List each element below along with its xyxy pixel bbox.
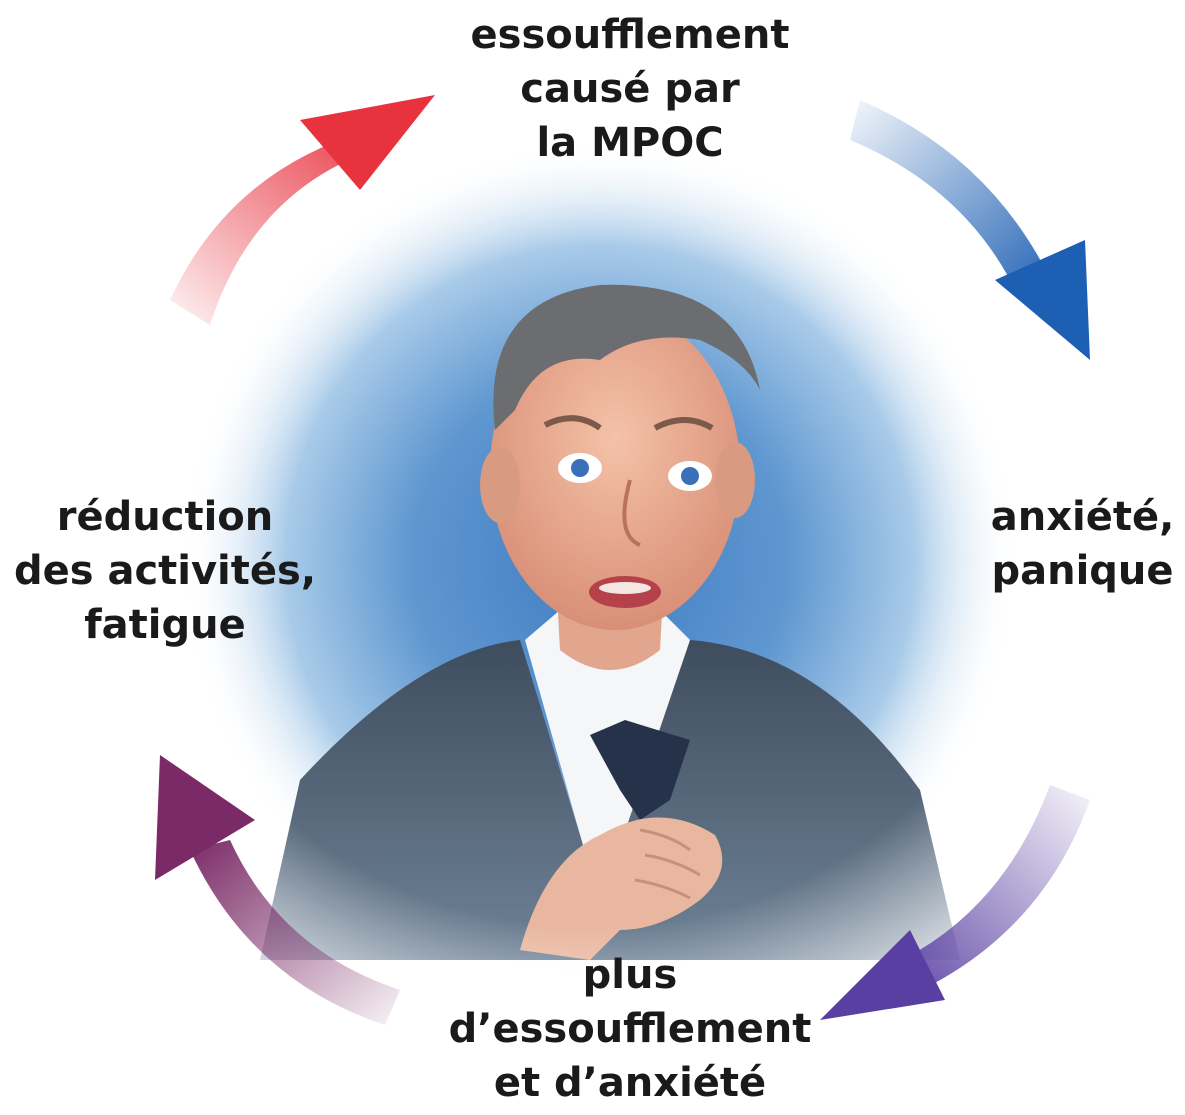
cycle-step-right-line-1: anxiété, [990, 494, 1175, 540]
arrowhead-top-right [995, 240, 1090, 360]
cycle-step-right: anxiété, panique [980, 490, 1185, 598]
cycle-arrow-bottom-left [155, 755, 400, 1025]
cycle-step-left-line-1: réduction [56, 494, 274, 540]
arrowhead-top-left [300, 95, 435, 190]
cycle-arrow-top-right [850, 100, 1090, 360]
cycle-step-top-line-2: causé par [520, 66, 740, 112]
cycle-step-bottom-line-2: d’essoufflement [448, 1006, 812, 1052]
cycle-step-left-line-2: des activités, [13, 548, 317, 594]
cycle-arrow-bottom-right [820, 785, 1090, 1020]
cycle-step-left: réduction des activités, fatigue [0, 490, 330, 652]
cycle-step-bottom-line-3: et d’anxiété [493, 1060, 767, 1106]
cycle-step-bottom: plus d’essoufflement et d’anxiété [420, 948, 840, 1110]
cycle-step-right-line-2: panique [991, 548, 1174, 594]
cycle-step-bottom-line-1: plus [582, 952, 678, 998]
cycle-arrow-top-left [170, 95, 435, 325]
arrowhead-bottom-right [820, 930, 945, 1020]
cycle-step-top-line-1: essoufflement [470, 12, 790, 58]
cycle-step-top-line-3: la MPOC [536, 120, 724, 166]
cycle-step-left-line-3: fatigue [84, 602, 246, 648]
arrowhead-bottom-left [155, 755, 255, 880]
cycle-step-top: essoufflement causé par la MPOC [420, 8, 840, 170]
